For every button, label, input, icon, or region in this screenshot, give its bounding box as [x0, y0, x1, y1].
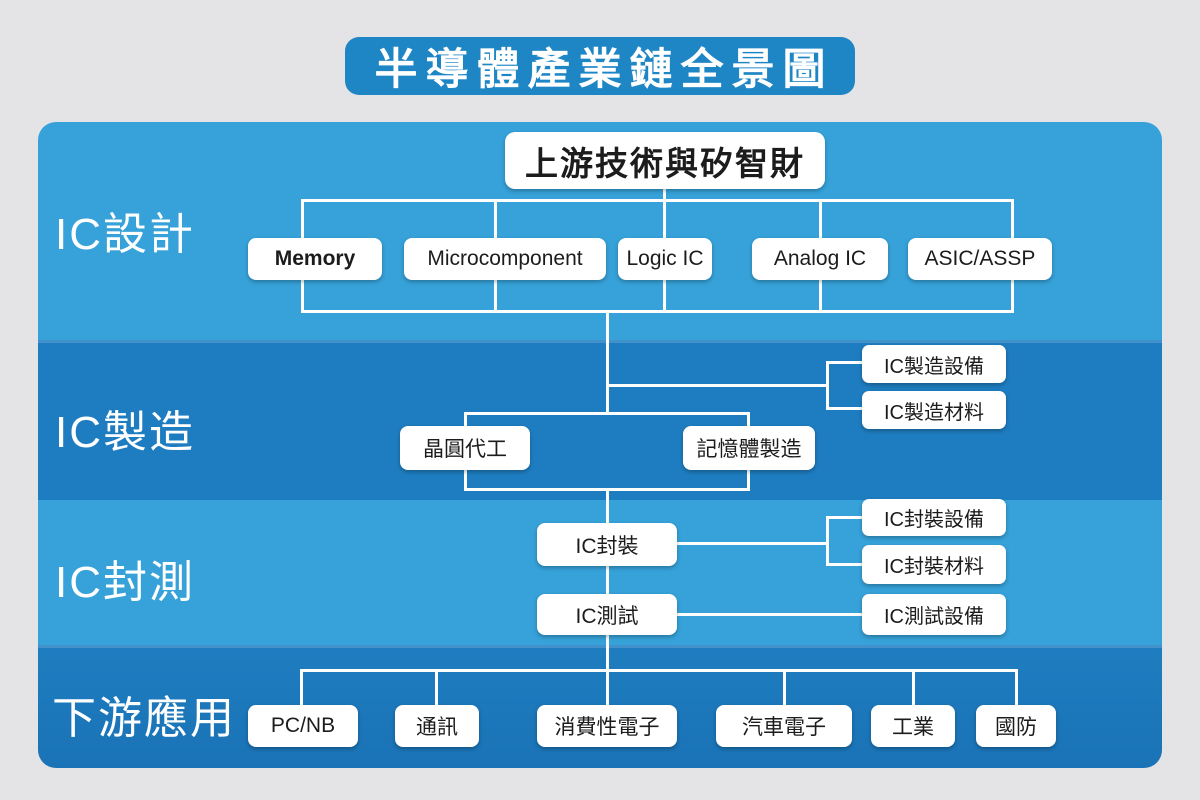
connector-line	[663, 280, 666, 313]
connector-line	[494, 199, 497, 241]
connector-line	[783, 669, 786, 707]
node-logic-ic: Logic IC	[618, 238, 712, 280]
connector-line	[826, 361, 864, 364]
node-memory-manufacturing: 記憶體製造	[683, 426, 815, 470]
connector-line	[301, 310, 1014, 313]
connector-line	[826, 361, 829, 410]
connector-line	[747, 412, 750, 430]
connector-line	[677, 542, 828, 545]
connector-line	[606, 669, 609, 707]
connector-line	[819, 199, 822, 241]
connector-line	[677, 613, 864, 616]
node-pc-nb: PC/NB	[248, 705, 358, 747]
node-asic-assp: ASIC/ASSP	[908, 238, 1052, 280]
node-automotive-electronics: 汽車電子	[716, 705, 852, 747]
connector-line	[464, 470, 467, 491]
connector-line	[464, 412, 467, 430]
node-industrial: 工業	[871, 705, 955, 747]
connector-line	[301, 280, 304, 313]
connector-line	[912, 669, 915, 707]
node-mfg-equipment: IC製造設備	[862, 345, 1006, 383]
connector-line	[606, 384, 828, 387]
connector-line	[819, 280, 822, 313]
node-upstream-tech-ip: 上游技術與矽智財	[505, 132, 825, 189]
connector-line	[606, 488, 609, 525]
connector-line	[435, 669, 438, 707]
connector-line	[301, 199, 304, 241]
page-title: 半導體產業鏈全景圖	[345, 37, 855, 95]
connector-line	[300, 669, 303, 707]
section-label-downstream: 下游應用	[52, 694, 236, 743]
connector-line	[301, 199, 1014, 202]
connector-line	[826, 516, 864, 519]
node-microcomponent: Microcomponent	[404, 238, 606, 280]
node-analog-ic: Analog IC	[752, 238, 888, 280]
connector-line	[826, 516, 829, 566]
node-packaging-materials: IC封裝材料	[862, 545, 1006, 584]
node-packaging-equipment: IC封裝設備	[862, 499, 1006, 536]
connector-line	[494, 280, 497, 313]
connector-line	[663, 189, 666, 202]
connector-line	[747, 470, 750, 491]
connector-line	[464, 412, 750, 415]
node-consumer-electronics: 消費性電子	[537, 705, 677, 747]
section-label-ic-manufacturing: IC製造	[55, 408, 195, 457]
connector-line	[826, 563, 864, 566]
section-label-ic-packaging-testing: IC封測	[55, 558, 195, 607]
connector-line	[826, 407, 864, 410]
node-testing-equipment: IC測試設備	[862, 594, 1006, 635]
section-label-ic-design: IC設計	[55, 210, 195, 259]
connector-line	[606, 310, 609, 415]
node-defense: 國防	[976, 705, 1056, 747]
node-mfg-materials: IC製造材料	[862, 391, 1006, 429]
node-ic-packaging: IC封裝	[537, 523, 677, 566]
node-memory: Memory	[248, 238, 382, 280]
node-wafer-foundry: 晶圓代工	[400, 426, 530, 470]
node-ic-testing: IC測試	[537, 594, 677, 635]
node-communications: 通訊	[395, 705, 479, 747]
connector-line	[1011, 199, 1014, 241]
connector-line	[1011, 280, 1014, 313]
connector-line	[606, 566, 609, 596]
connector-line	[663, 199, 666, 241]
connector-line	[1015, 669, 1018, 707]
connector-line	[606, 635, 609, 671]
connector-line	[300, 669, 1018, 672]
